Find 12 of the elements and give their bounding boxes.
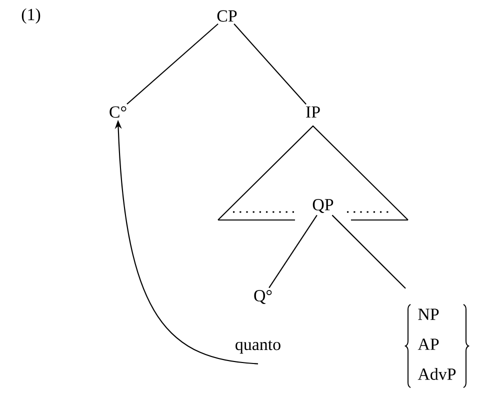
tree-node-label: QP xyxy=(312,199,334,213)
category-list: NP AP AdvP xyxy=(405,304,469,388)
tree-branch xyxy=(126,23,218,104)
tree-branch xyxy=(268,214,318,288)
tree-node-label: C° xyxy=(110,106,126,118)
tree-branch xyxy=(234,24,306,105)
tree-branch xyxy=(332,214,406,289)
tree-node-label: CP xyxy=(217,10,237,22)
tree-node-label: quanto xyxy=(236,340,280,354)
example-number: (1) xyxy=(22,8,40,24)
tree-node-label: Q° xyxy=(254,290,272,304)
tree-node-label: IP xyxy=(306,106,320,118)
